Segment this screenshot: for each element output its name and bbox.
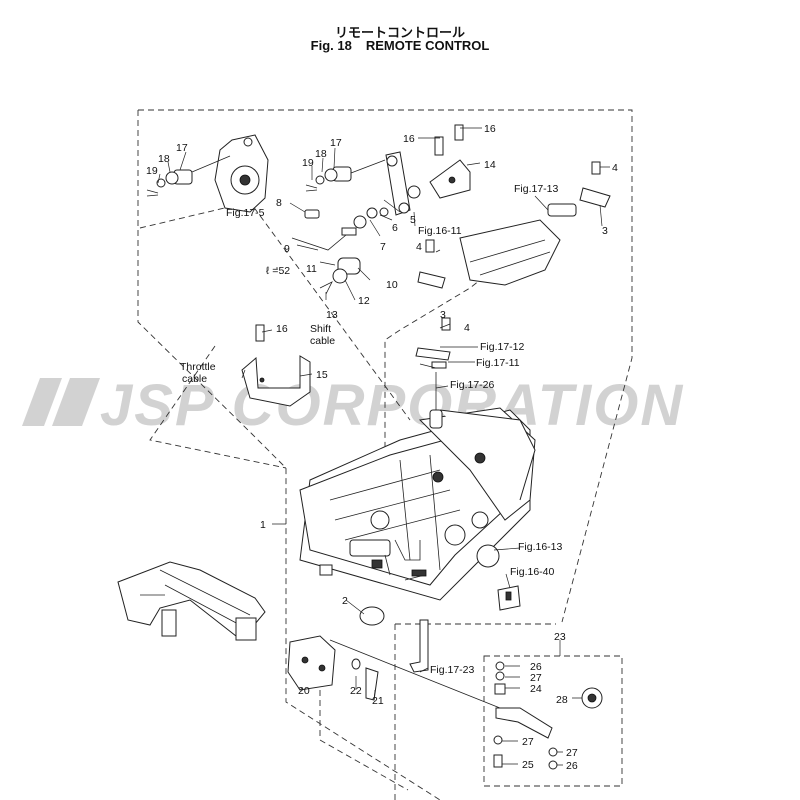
shift-cable-label-1: Shift xyxy=(310,323,331,335)
page-title-japanese: リモートコントロール xyxy=(334,26,465,41)
callout-16: 16 xyxy=(276,323,288,335)
remote-box-assy xyxy=(191,134,269,213)
knob-and-rod xyxy=(359,606,429,673)
fig-ref-17-26: Fig.17-26 xyxy=(450,379,495,391)
fig-ref-17-5: Fig.17-5 xyxy=(226,207,265,219)
callout-28: 28 xyxy=(556,694,568,706)
callout-26: 26 xyxy=(566,760,578,772)
fig-ref-16-40: Fig.16-40 xyxy=(510,566,555,578)
callout-6: 6 xyxy=(392,222,398,234)
callout-8: 8 xyxy=(276,197,282,209)
callout-18: 18 xyxy=(158,153,170,165)
callout-22: 22 xyxy=(350,685,362,697)
callout-4: 4 xyxy=(464,322,470,334)
callout-27: 27 xyxy=(522,736,534,748)
fig-ref-17-11: Fig.17-11 xyxy=(476,357,520,369)
callout-labels: 16 16 14 4 Fig.17-13 3 17 18 19 Fig.17-5… xyxy=(146,123,618,772)
fig-ref-17-23: Fig.17-23 xyxy=(430,664,475,676)
callout-21: 21 xyxy=(372,695,384,707)
callout-16: 16 xyxy=(403,133,415,145)
callout-19: 19 xyxy=(302,157,314,169)
shift-cable-label-2: cable xyxy=(310,335,335,347)
lever-and-bracket xyxy=(385,124,471,216)
hardware-set xyxy=(329,639,603,770)
steering-bracket xyxy=(117,561,266,641)
joint-set-left xyxy=(146,169,193,197)
fig-ref-16-11: Fig.16-11 xyxy=(418,225,462,237)
callout-17: 17 xyxy=(176,142,188,154)
callout-2: 2 xyxy=(342,595,348,607)
watermark: JSP CORPORATION xyxy=(22,373,684,438)
throttle-cable-label-1: Throttle xyxy=(180,361,216,373)
callout-26: 26 xyxy=(530,661,542,673)
fig-ref-17-12: Fig.17-12 xyxy=(480,341,525,353)
callout-3: 3 xyxy=(440,309,446,321)
callout-9: 9 xyxy=(284,243,290,255)
callout-24: 24 xyxy=(530,683,542,695)
link-rod-parts xyxy=(291,207,389,295)
length-note: ℓ =52 xyxy=(266,265,290,277)
shift-arm-assy xyxy=(415,161,611,429)
throttle-cable-label-2: cable xyxy=(182,373,207,385)
plugs xyxy=(476,544,521,611)
callout-10: 10 xyxy=(386,279,398,291)
callout-20: 20 xyxy=(298,685,310,697)
leader-lines xyxy=(157,127,610,766)
figure-number: Fig. 18 xyxy=(310,38,352,53)
fig-ref-16-13: Fig.16-13 xyxy=(518,541,563,553)
callout-1: 1 xyxy=(260,519,266,531)
callout-12: 12 xyxy=(358,295,370,307)
figure-name: REMOTE CONTROL xyxy=(365,38,490,53)
callout-15: 15 xyxy=(316,369,328,381)
callout-25: 25 xyxy=(522,759,534,771)
callout-23: 23 xyxy=(554,631,566,643)
callout-7: 7 xyxy=(380,241,386,253)
callout-11: 11 xyxy=(306,263,317,275)
callout-27: 27 xyxy=(566,747,578,759)
watermark-text: JSP CORPORATION xyxy=(100,373,684,438)
callout-16: 16 xyxy=(484,123,496,135)
callout-4: 4 xyxy=(612,162,618,174)
callout-19: 19 xyxy=(146,165,158,177)
callout-17: 17 xyxy=(330,137,342,149)
callout-3: 3 xyxy=(602,225,608,237)
main-housing xyxy=(299,407,536,601)
callout-14: 14 xyxy=(484,159,496,171)
callout-5: 5 xyxy=(410,214,416,226)
joint-set-right xyxy=(305,159,386,192)
callout-27: 27 xyxy=(530,672,542,684)
cable-bracket xyxy=(241,324,311,407)
callout-4: 4 xyxy=(416,241,422,253)
fig-ref-17-13: Fig.17-13 xyxy=(514,183,559,195)
callout-18: 18 xyxy=(315,148,327,160)
page-title: Fig. 18 REMOTE CONTROL xyxy=(0,38,800,53)
callout-13: 13 xyxy=(326,309,338,321)
